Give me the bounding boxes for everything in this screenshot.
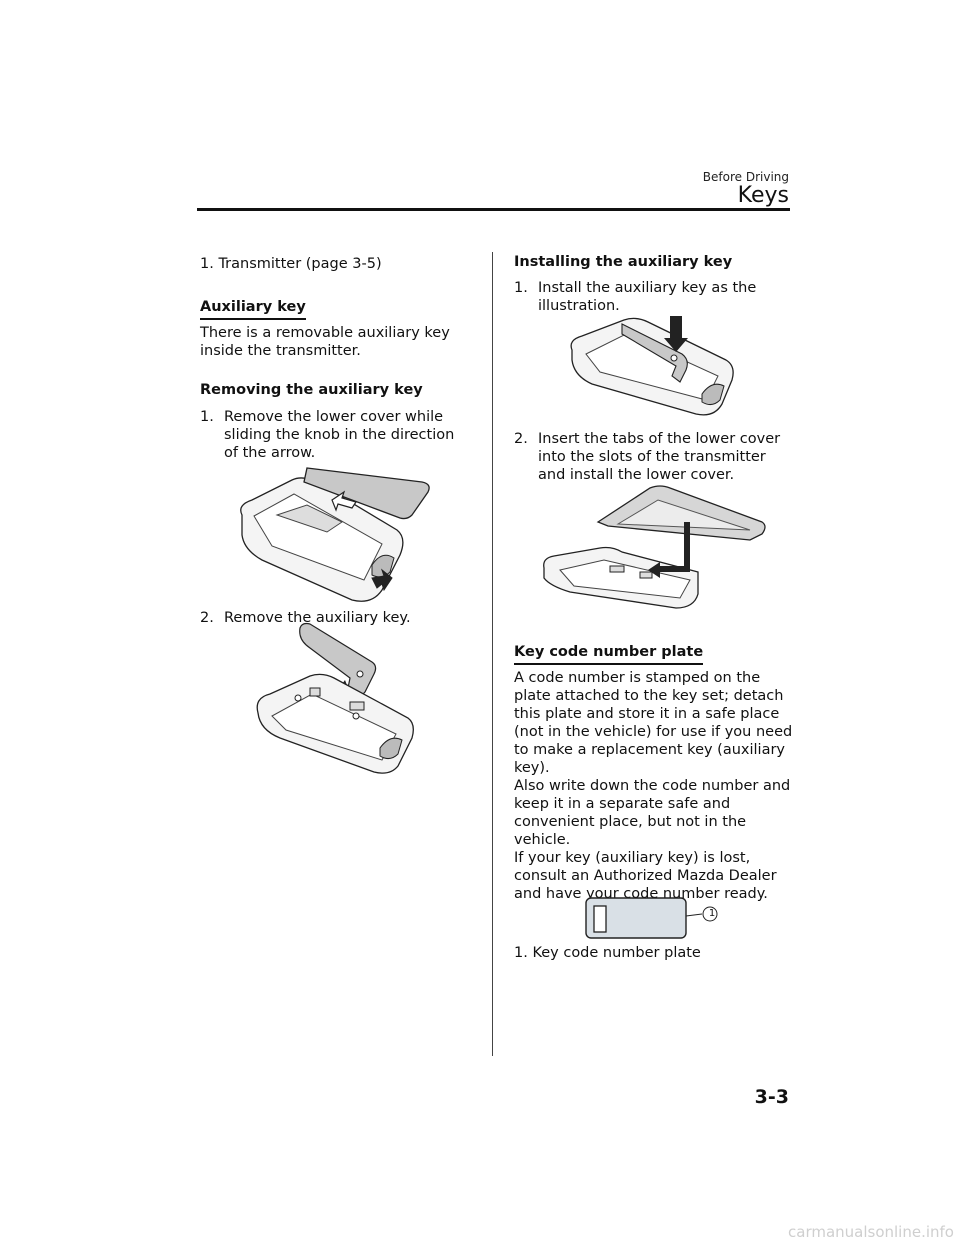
- callout-item: 1. Transmitter (page 3-5): [200, 256, 382, 272]
- step-number: 2.: [514, 431, 528, 447]
- installing-heading: Installing the auxiliary key: [514, 254, 733, 270]
- plate-caption: 1. Key code number plate: [514, 945, 701, 961]
- install-key-illustration: [570, 316, 734, 416]
- step-text: Remove the auxiliary key.: [224, 610, 411, 626]
- removing-step-2: 2. Remove the auxiliary key.: [200, 609, 470, 627]
- watermark: carmanualsonline.info: [788, 1223, 954, 1241]
- installing-step-2: 2. Insert the tabs of the lower cover in…: [514, 430, 782, 484]
- plate-heading-text: Key code number plate: [514, 643, 704, 665]
- plate-text-1: A code number is stamped on the plate at…: [514, 670, 793, 776]
- auxiliary-heading-text: Auxiliary key: [200, 298, 306, 320]
- step-text: Remove the lower cover while sliding the…: [224, 409, 455, 461]
- removing-heading: Removing the auxiliary key: [200, 382, 423, 398]
- step-text: Install the auxiliary key as the illustr…: [538, 280, 757, 314]
- remove-key-illustration: [256, 622, 414, 774]
- installing-step-1: 1. Install the auxiliary key as the illu…: [514, 279, 782, 315]
- removing-step-1: 1. Remove the lower cover while sliding …: [200, 408, 470, 462]
- plate-text-2: Also write down the code number and keep…: [514, 778, 791, 848]
- plate-paragraph: A code number is stamped on the plate at…: [514, 669, 794, 903]
- auxiliary-heading: Auxiliary key: [200, 296, 306, 320]
- step-text: Insert the tabs of the lower cover into …: [538, 431, 781, 483]
- plate-callout-marker: 1: [708, 908, 716, 919]
- plate-text-3: If your key (auxiliary key) is lost, con…: [514, 850, 777, 902]
- header-rule: [197, 208, 790, 211]
- auxiliary-text: There is a removable auxiliary key insid…: [200, 325, 450, 359]
- step-number: 2.: [200, 610, 214, 626]
- column-divider: [492, 252, 493, 1056]
- install-cover-illustration: [543, 485, 766, 609]
- section-title: Before Driving: [702, 170, 789, 184]
- chapter-title: Keys: [737, 183, 789, 208]
- page-number: 3-3: [754, 1086, 789, 1108]
- step-number: 1.: [200, 409, 214, 425]
- plate-heading: Key code number plate: [514, 641, 704, 665]
- step-number: 1.: [514, 280, 528, 296]
- key-code-plate-illustration: [585, 897, 718, 939]
- remove-cover-illustration: [240, 467, 430, 602]
